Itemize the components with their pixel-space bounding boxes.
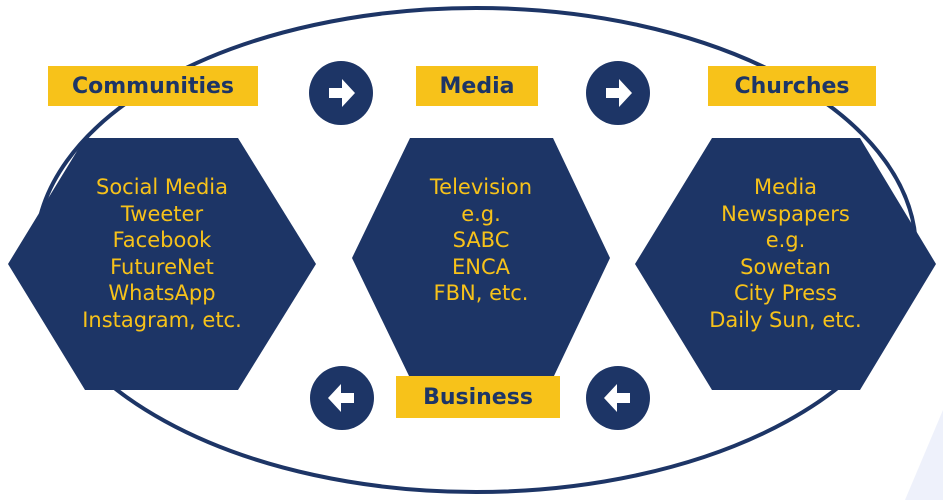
channel-item: e.g. (461, 201, 501, 226)
hexagon-communities-text: Social Media Tweeter Facebook FutureNet … (8, 174, 316, 333)
label-media: Media (416, 66, 538, 106)
label-business: Business (396, 376, 560, 418)
channel-item: WhatsApp (108, 281, 216, 305)
channel-item: Tweeter (120, 201, 204, 226)
arrow-bottom-right (586, 366, 650, 430)
channel-item: Media (753, 175, 818, 199)
label-communities: Communities (48, 66, 258, 106)
channel-item: Daily Sun, etc. (709, 307, 862, 332)
channel-item: City Press (733, 281, 838, 305)
arrow-bottom-left (310, 366, 374, 430)
channel-item: Sowetan (740, 254, 831, 279)
arrow-right-icon (329, 79, 355, 107)
corner-decoration (905, 410, 943, 500)
hexagon-communities-channels (8, 138, 316, 390)
hexagon-churches-text: Media Newspapers e.g. Sowetan City Press… (635, 174, 936, 333)
arrow-top-left (309, 61, 373, 125)
channel-item: Newspapers (721, 201, 850, 226)
arrow-top-right (586, 61, 650, 125)
channel-item: Social Media (95, 175, 228, 199)
channel-item: e.g. (765, 228, 806, 252)
channel-item: FBN, etc. (433, 281, 529, 305)
channel-item: ENCA (451, 254, 510, 279)
hexagon-church-channels (635, 138, 936, 390)
channel-item: Television (429, 175, 533, 199)
arrow-left-icon (604, 384, 630, 412)
hexagon-media-channels (352, 138, 610, 378)
channel-item: FutureNet (110, 254, 214, 279)
channel-item: SABC (452, 228, 510, 252)
arrow-right-icon (606, 79, 632, 107)
hexagon-media-text: Television e.g. SABC ENCA FBN, etc. (352, 174, 610, 307)
channel-item: Facebook (112, 228, 212, 252)
label-churches: Churches (708, 66, 876, 106)
channel-item: Instagram, etc. (82, 307, 242, 332)
arrow-left-icon (328, 384, 354, 412)
